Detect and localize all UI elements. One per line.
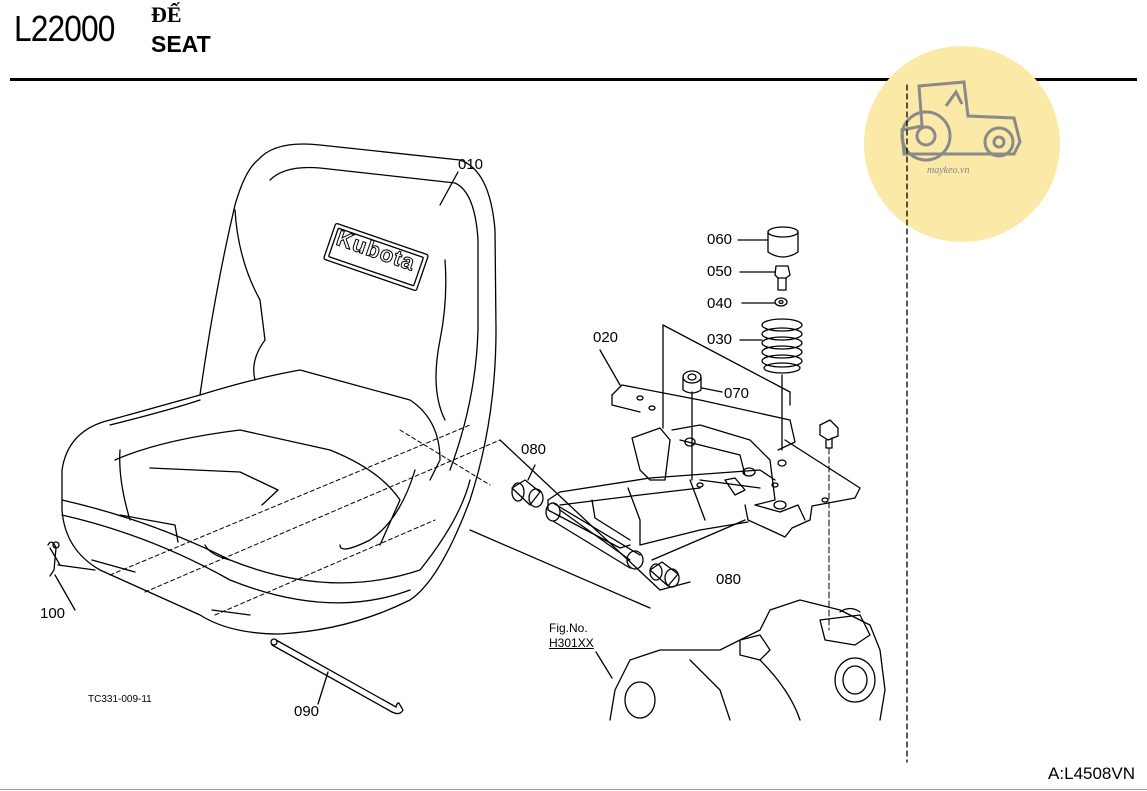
page-title-vn: ĐẾ bbox=[151, 2, 182, 27]
callout-020: 020 bbox=[593, 329, 619, 346]
washer-part-040 bbox=[741, 297, 788, 307]
footer-divider bbox=[0, 789, 1147, 790]
callout-100: 100 bbox=[40, 605, 66, 622]
seat-part-010 bbox=[61, 143, 497, 635]
figure-reference: Fig.No. H301XX bbox=[549, 621, 594, 651]
figure-reference-number[interactable]: H301XX bbox=[549, 636, 594, 650]
bushing-part-080-b bbox=[649, 561, 680, 588]
pivot-tube bbox=[545, 502, 644, 570]
callout-050: 050 bbox=[707, 263, 733, 280]
watermark-text: maykeo.vn bbox=[927, 165, 970, 176]
cap-part-060 bbox=[737, 226, 799, 258]
pin-part-100 bbox=[47, 541, 61, 577]
callout-070: 070 bbox=[724, 385, 750, 402]
callout-090: 090 bbox=[294, 703, 320, 720]
callout-030: 030 bbox=[707, 331, 733, 348]
callout-080-a: 080 bbox=[521, 441, 547, 458]
bushing-part-080-a bbox=[511, 479, 544, 508]
callout-040: 040 bbox=[707, 295, 733, 312]
header-divider bbox=[10, 78, 1137, 81]
maykeo-logo bbox=[864, 46, 1060, 242]
figure-reference-label: Fig.No. bbox=[549, 621, 588, 635]
page-code: L22000 bbox=[14, 8, 115, 49]
bolt-part-050 bbox=[739, 265, 791, 291]
page-title-en: SEAT bbox=[151, 31, 211, 57]
nut-part-070 bbox=[682, 370, 723, 394]
callout-080-b: 080 bbox=[716, 571, 742, 588]
axle-housing-reference bbox=[595, 599, 886, 721]
callout-010: 010 bbox=[458, 156, 484, 173]
bracket-part-020 bbox=[547, 324, 861, 561]
mount-bolt bbox=[819, 419, 839, 631]
drawing-code: TC331-009-11 bbox=[88, 694, 152, 705]
rod-part-090 bbox=[270, 638, 404, 715]
document-code: A:L4508VN bbox=[1048, 764, 1135, 783]
callout-060: 060 bbox=[707, 231, 733, 248]
spring-part-030 bbox=[739, 318, 803, 374]
